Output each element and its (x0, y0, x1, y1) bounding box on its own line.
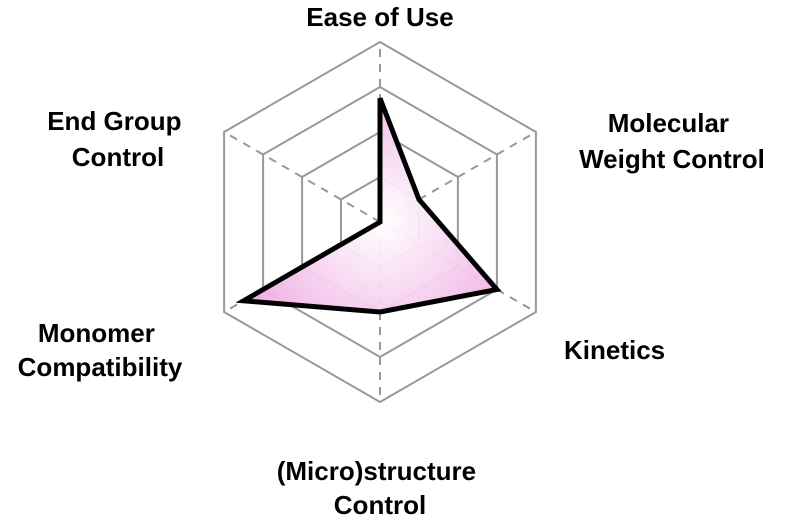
axis-label-molecular-weight-control: Molecular Weight Control (579, 108, 765, 174)
axis-label-line: Weight Control (579, 144, 765, 174)
axis-label-line: Compatibility (18, 352, 183, 382)
axis-label-monomer-compatibility: Monomer Compatibility (18, 318, 183, 382)
axis-label-line: End Group (47, 106, 181, 136)
axis-label-line: (Micro)structure (277, 456, 476, 486)
axis-label-end-group-control: End Group Control (47, 106, 189, 172)
axis-label-line: Molecular (608, 108, 729, 138)
axis-label-line: Control (334, 490, 426, 520)
axis-label-kinetics: Kinetics (564, 335, 665, 365)
axis-label-line: Kinetics (564, 335, 665, 365)
axis-label-ease-of-use: Ease of Use (306, 2, 453, 32)
axis-label-line: Ease of Use (306, 2, 453, 32)
axis-label-line: Monomer (38, 318, 155, 348)
series-area-0 (235, 97, 502, 315)
series-layer (235, 97, 502, 315)
axis-spoke-5 (223, 131, 381, 223)
axis-label-line: Control (72, 142, 164, 172)
axis-label-microstructure-control: (Micro)structure Control (277, 456, 484, 520)
